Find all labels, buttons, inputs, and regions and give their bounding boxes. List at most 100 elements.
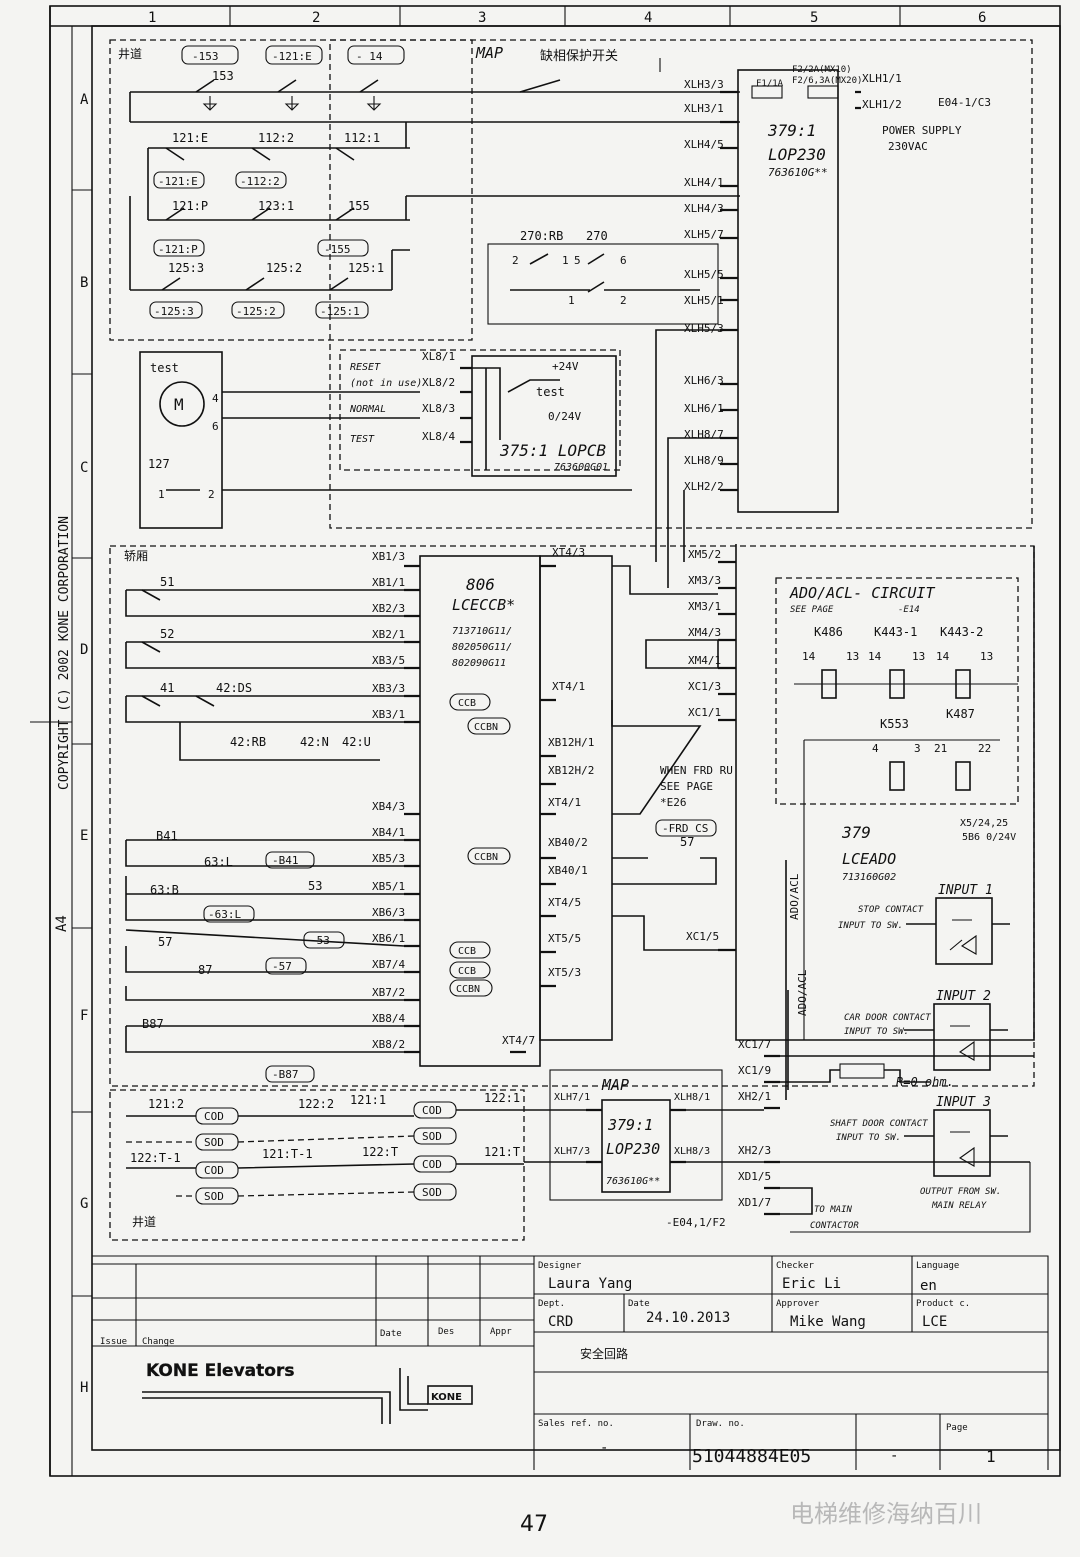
column-label-1: 1: [148, 10, 156, 26]
watermark: 电梯维修海纳百川: [790, 1500, 982, 1528]
row-label-e: E: [80, 828, 88, 844]
pin-label: 14: [802, 650, 816, 663]
issue-label: Issue: [100, 1337, 127, 1347]
terminal-label: XT4/1: [552, 680, 585, 693]
input-line2: INPUT TO SW.: [836, 1133, 901, 1143]
terminal-label: XB1/3: [372, 550, 405, 563]
power-ref: E04-1/C3: [938, 96, 991, 109]
ado-title: ADO/ACL- CIRCUIT: [789, 584, 935, 602]
pin-label: 13: [846, 650, 859, 663]
cod-label: COD: [422, 1158, 442, 1171]
switch-label: 52: [160, 627, 174, 641]
frd-note: WHEN FRD RU SEE PAGE *E26 -FRD CS 57: [612, 764, 733, 885]
sod-label: SOD: [204, 1190, 224, 1203]
ccbn-label: CCBN: [474, 722, 498, 733]
switch-label: 121:2: [148, 1097, 184, 1111]
switch-label: 42:DS: [216, 681, 252, 695]
page-number: 47: [520, 1512, 548, 1537]
switch-label: 122:T-1: [130, 1151, 181, 1165]
cod-label: COD: [422, 1104, 442, 1117]
switch-label: -153: [192, 50, 219, 63]
sheet-size: A4: [54, 915, 70, 932]
sod-label: SOD: [422, 1186, 442, 1199]
switch-label: 153: [212, 69, 234, 83]
row-label-b: B: [80, 275, 88, 291]
frd-line2: SEE PAGE: [660, 780, 713, 793]
ado-ref: -E14: [898, 605, 920, 615]
lceccb-806: 806 LCECCB* 713710G11/ 802050G11/ 802090…: [372, 546, 613, 1067]
terminal-label: XM3/3: [688, 574, 721, 587]
terminal-label: XB7/4: [372, 958, 405, 971]
terminal-label: XB7/2: [372, 986, 405, 999]
switch-label: 42:U: [342, 735, 371, 749]
terminal-label: XH2/3: [738, 1144, 771, 1157]
terminal-label: XLH7/3: [554, 1146, 590, 1157]
shaft-bottom: 121:2 122:2 121:1 122:1 122:T-1 121:T-1 …: [126, 1091, 524, 1229]
column-label-3: 3: [478, 10, 486, 26]
pin-label: 13: [912, 650, 925, 663]
terminal-label: XB40/2: [548, 836, 588, 849]
lopcb-test: TEST: [350, 434, 375, 445]
pin-label: 22: [978, 742, 991, 755]
terminal-label: XM5/2: [688, 548, 721, 561]
cod-label: COD: [204, 1164, 224, 1177]
lopcb-id: 375:1 LOPCB: [499, 441, 606, 460]
switch-label: -112:2: [240, 175, 280, 188]
output-line1: OUTPUT FROM SW.: [920, 1187, 1001, 1197]
switch-label: B87: [142, 1017, 164, 1031]
lceccb-code: 713710G11/: [452, 626, 512, 637]
power-supply-label: POWER SUPPLY: [882, 124, 962, 137]
lopcb-24v: +24V: [552, 360, 579, 373]
ccb-label: CCB: [458, 966, 476, 977]
ado-acl-circuit: ADO/ACL- CIRCUIT SEE PAGE -E14 K486 K443…: [785, 584, 1018, 1100]
pin-label: 1: [158, 488, 165, 501]
ccb-label: CCB: [458, 946, 476, 957]
switch-label: -121:E: [272, 50, 312, 63]
power-terminal-2: XLH1/2: [862, 98, 902, 111]
frd-cs: -FRD CS: [662, 822, 708, 835]
approver-label: Approver: [776, 1299, 820, 1309]
drawing-frame: 1 2 3 4 5 6 A B C D E F G H COPYRIGHT (C…: [30, 5, 1061, 1477]
company-name: KONE Elevators: [146, 1361, 294, 1381]
terminal-label: XL8/2: [422, 376, 455, 389]
terminal-label: XLH2/2: [684, 480, 724, 493]
switch-label: 121:T-1: [262, 1147, 313, 1161]
copyright-text: COPYRIGHT (C) 2002 KONE CORPORATION: [57, 516, 72, 790]
lceccb-id: 806: [466, 575, 495, 594]
terminal-label: XLH5/5: [684, 268, 724, 281]
terminal-label: XB2/1: [372, 628, 405, 641]
terminal-label: XB3/3: [372, 682, 405, 695]
fuse-f2a: F2/2A(MX10): [792, 65, 852, 75]
bottom-terminals: R=0 ohm. XC1/7 XC1/9 XH2/1 XH2/3 XD1/5 X…: [738, 1038, 1034, 1233]
switch-label: 63:B: [150, 883, 179, 897]
relay-label: K487: [946, 707, 975, 721]
drawing-title: 安全回路: [580, 1346, 628, 1361]
xlh-terminal-strip: XLH3/3 XLH3/1 XLH4/5 XLH4/1 XLH4/3 XLH5/…: [684, 65, 991, 513]
power-voltage: 230VAC: [888, 140, 928, 153]
frd-line3: *E26: [660, 796, 687, 809]
switch-label: 42:N: [300, 735, 329, 749]
appr-label: Appr: [490, 1327, 512, 1337]
terminal-label: XLH8/7: [684, 428, 724, 441]
terminal-label: XLH4/1: [684, 176, 724, 189]
terminal-label: XT4/3: [552, 546, 585, 559]
switch-label: 53: [308, 879, 322, 893]
designer-name: Laura Yang: [548, 1276, 632, 1292]
terminal-label: XB5/1: [372, 880, 405, 893]
switch-label: 121:E: [172, 131, 208, 145]
sod-label: SOD: [422, 1130, 442, 1143]
terminal-label: XT5/3: [548, 966, 581, 979]
lopcb-375: RESET (not in use) NORMAL TEST XL8/1 XL8…: [349, 350, 617, 477]
pin-label: 1: [568, 294, 575, 307]
switch-label: 125:2: [266, 261, 302, 275]
kone-logo: KONE: [431, 1392, 462, 1403]
draw-label: Draw. no.: [696, 1419, 745, 1429]
frd-switch: 57: [680, 835, 694, 849]
terminal-label: XC1/3: [688, 680, 721, 693]
draw-number: 51044884E05: [692, 1446, 811, 1467]
switch-label: B41: [156, 829, 178, 843]
relay-label: K486: [814, 625, 843, 639]
designer-label: Designer: [538, 1261, 582, 1271]
terminal-label: XB3/5: [372, 654, 405, 667]
date-value: 24.10.2013: [646, 1310, 730, 1326]
